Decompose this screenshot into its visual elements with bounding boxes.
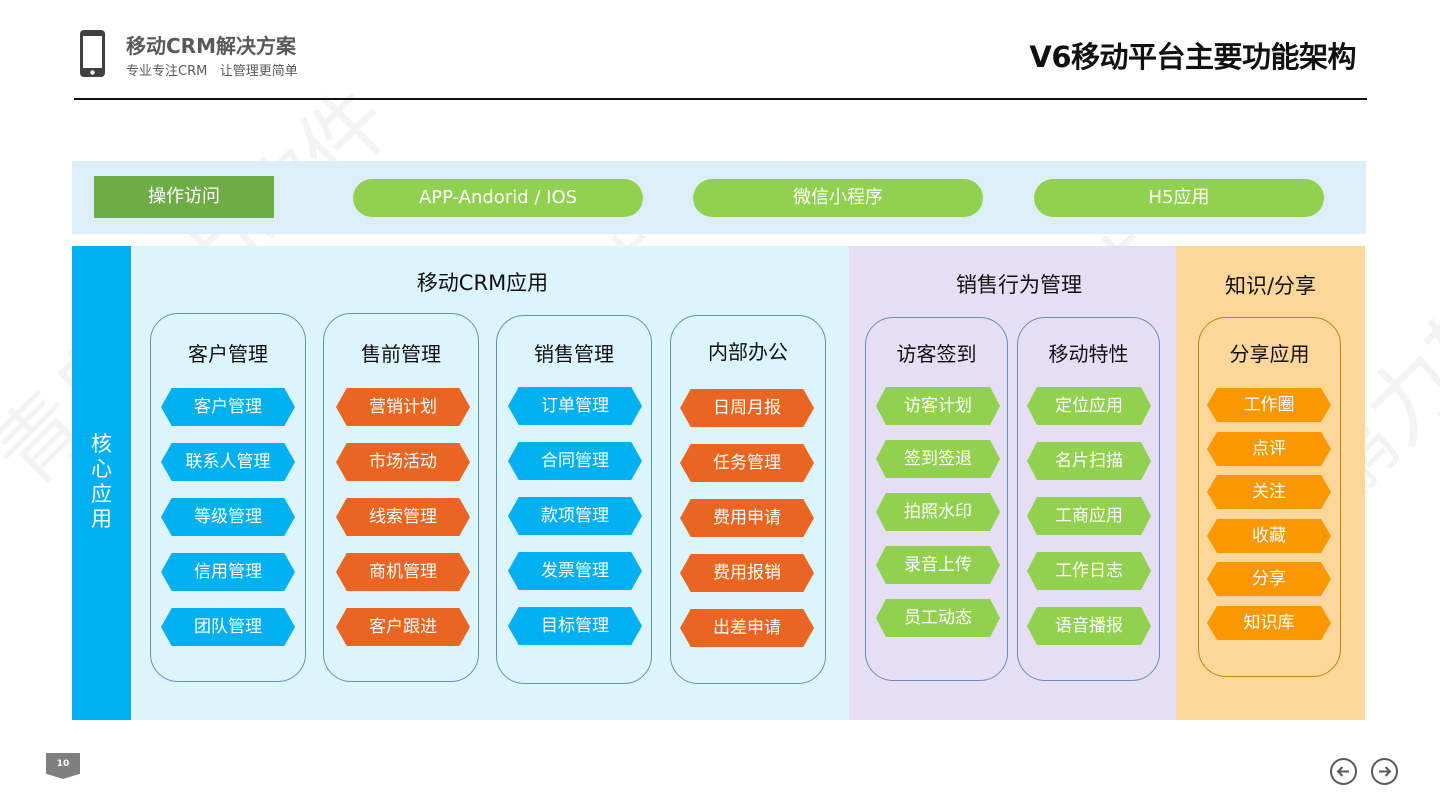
group-box-5 bbox=[865, 317, 1008, 681]
function-tag: 定位应用 bbox=[1027, 387, 1151, 425]
function-tag: 客户管理 bbox=[161, 388, 295, 426]
core-app-label: 核心应用 bbox=[91, 432, 112, 531]
brand-subtitle: 专业专注CRM 让管理更简单 bbox=[126, 64, 298, 79]
access-label: 操作访问 bbox=[94, 176, 274, 218]
core-app-strip: 核心应用 bbox=[72, 246, 131, 720]
group-title: 售前管理 bbox=[361, 342, 441, 366]
function-tag: 任务管理 bbox=[680, 444, 814, 482]
arrow-right-icon bbox=[1373, 760, 1396, 783]
group-box-2 bbox=[323, 313, 479, 682]
function-tag: 工商应用 bbox=[1027, 497, 1151, 535]
group-title: 分享应用 bbox=[1229, 342, 1310, 366]
header-divider bbox=[74, 98, 1367, 100]
group-title: 销售管理 bbox=[534, 342, 614, 366]
function-tag: 分享 bbox=[1207, 562, 1331, 596]
function-tag: 款项管理 bbox=[508, 497, 642, 535]
function-tag: 合同管理 bbox=[508, 442, 642, 480]
function-tag: 信用管理 bbox=[161, 553, 295, 591]
section-title-knowledge-share: 知识/分享 bbox=[1224, 274, 1317, 298]
section-title-mobile-crm: 移动CRM应用 bbox=[416, 271, 549, 295]
function-tag: 访客计划 bbox=[876, 387, 1000, 425]
arrow-left-icon bbox=[1332, 760, 1355, 783]
function-tag: 客户跟进 bbox=[336, 608, 470, 646]
group-title: 访客签到 bbox=[896, 342, 977, 366]
channel-h5: H5应用 bbox=[1034, 179, 1324, 217]
section-title-sales-behavior: 销售行为管理 bbox=[956, 273, 1082, 297]
function-tag: 关注 bbox=[1207, 475, 1331, 509]
channel-wechat-miniprogram: 微信小程序 bbox=[693, 179, 983, 217]
function-tag: 语音播报 bbox=[1027, 607, 1151, 645]
group-title: 内部办公 bbox=[708, 340, 788, 364]
function-tag: 工作日志 bbox=[1027, 552, 1151, 590]
function-tag: 团队管理 bbox=[161, 608, 295, 646]
function-tag: 拍照水印 bbox=[876, 493, 1000, 531]
group-box-6 bbox=[1017, 317, 1160, 681]
phone-icon bbox=[79, 29, 106, 78]
function-tag: 名片扫描 bbox=[1027, 442, 1151, 480]
channel-app: APP-Andorid / IOS bbox=[353, 179, 643, 217]
group-title: 移动特性 bbox=[1048, 342, 1129, 366]
function-tag: 收藏 bbox=[1207, 519, 1331, 553]
page-number: 10 bbox=[46, 753, 80, 779]
brand-title: 移动CRM解决方案 bbox=[126, 34, 296, 58]
group-title: 客户管理 bbox=[188, 342, 268, 366]
function-tag: 点评 bbox=[1207, 432, 1331, 466]
function-tag: 商机管理 bbox=[336, 553, 470, 591]
group-box-3 bbox=[496, 315, 652, 684]
function-tag: 知识库 bbox=[1207, 606, 1331, 640]
function-tag: 发票管理 bbox=[508, 552, 642, 590]
function-tag: 工作圈 bbox=[1207, 388, 1331, 422]
group-box-1 bbox=[150, 313, 306, 682]
function-tag: 市场活动 bbox=[336, 443, 470, 481]
function-tag: 订单管理 bbox=[508, 387, 642, 425]
function-tag: 联系人管理 bbox=[161, 443, 295, 481]
function-tag: 线索管理 bbox=[336, 498, 470, 536]
group-box-4 bbox=[670, 315, 826, 684]
group-box-7 bbox=[1198, 317, 1341, 677]
function-tag: 营销计划 bbox=[336, 388, 470, 426]
function-tag: 日周月报 bbox=[680, 389, 814, 427]
next-page-button[interactable] bbox=[1371, 758, 1398, 785]
function-tag: 费用申请 bbox=[680, 499, 814, 537]
prev-page-button[interactable] bbox=[1330, 758, 1357, 785]
function-tag: 员工动态 bbox=[876, 599, 1000, 637]
page-title: V6移动平台主要功能架构 bbox=[1029, 40, 1356, 74]
function-tag: 费用报销 bbox=[680, 554, 814, 592]
function-tag: 签到签退 bbox=[876, 440, 1000, 478]
function-tag: 等级管理 bbox=[161, 498, 295, 536]
function-tag: 出差申请 bbox=[680, 609, 814, 647]
function-tag: 录音上传 bbox=[876, 546, 1000, 584]
function-tag: 目标管理 bbox=[508, 607, 642, 645]
